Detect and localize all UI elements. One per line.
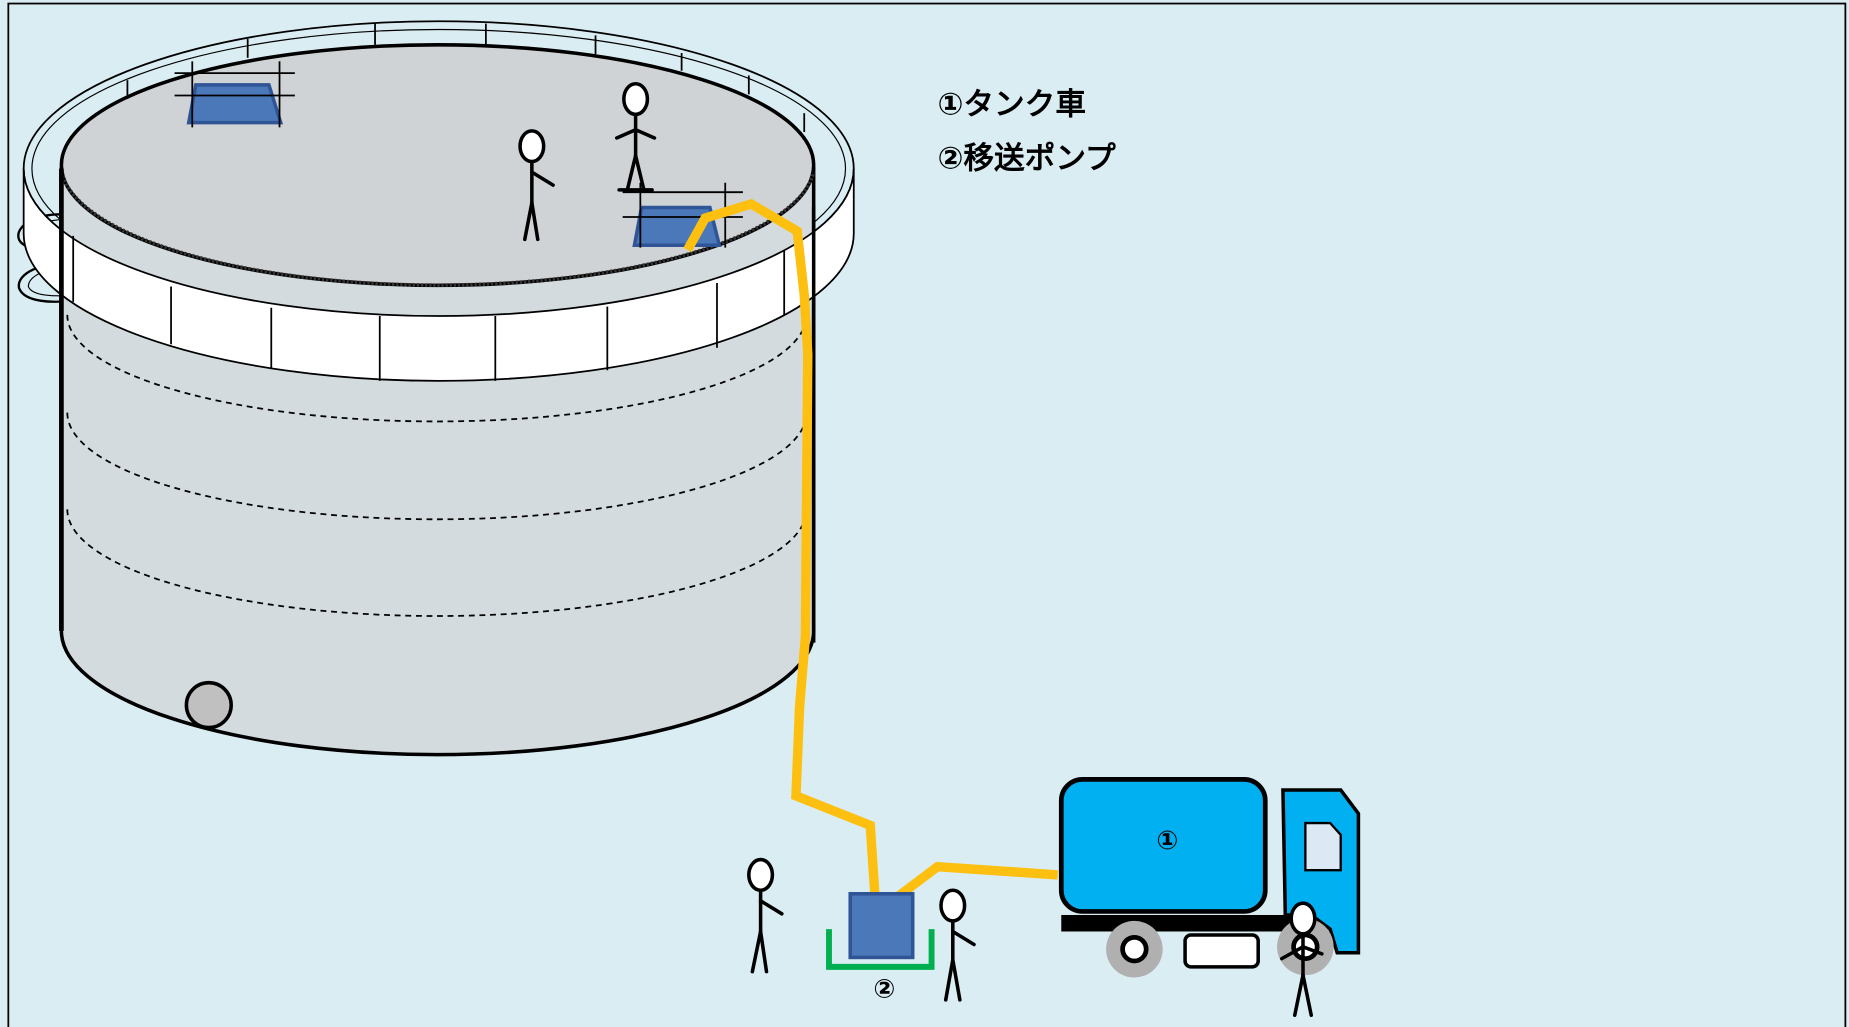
truck-tank	[1058, 777, 1268, 914]
stick-figure-icon	[518, 129, 555, 242]
legend-item-tank-truck: ①タンク車	[937, 87, 1086, 122]
shell-course-lines	[66, 314, 808, 617]
stick-figure-icon	[939, 888, 976, 1002]
stick-figure-icon	[614, 81, 657, 192]
stick-figure-icon	[1280, 901, 1324, 1017]
transfer-pump-icon: ②	[826, 891, 935, 1005]
legend-item-transfer-pump: ②移送ポンプ	[937, 142, 1116, 177]
roof-hatch-icon	[174, 61, 295, 128]
truck-chassis	[1061, 914, 1312, 932]
pump-body	[848, 891, 915, 960]
manhole-icon	[184, 680, 233, 730]
handrail-posts	[126, 23, 806, 133]
truck-window	[1304, 821, 1342, 872]
guard-band-posts	[72, 235, 786, 381]
frame-border	[7, 2, 1847, 1027]
storage-tank-icon	[17, 20, 855, 757]
wheel-icon	[1106, 920, 1163, 978]
guard-band	[22, 168, 855, 382]
pump-label: ②	[873, 975, 895, 1005]
stick-figure-icon	[747, 857, 784, 974]
hose-tank-to-pump	[683, 198, 880, 897]
truck-label: ①	[1156, 826, 1178, 856]
hose-pump-to-truck	[895, 861, 1059, 900]
pump-tray	[826, 929, 935, 970]
legend: ①タンク車 ②移送ポンプ	[937, 87, 1116, 176]
truck-storage-box	[1183, 933, 1260, 969]
roof-edge-seal	[59, 171, 816, 287]
